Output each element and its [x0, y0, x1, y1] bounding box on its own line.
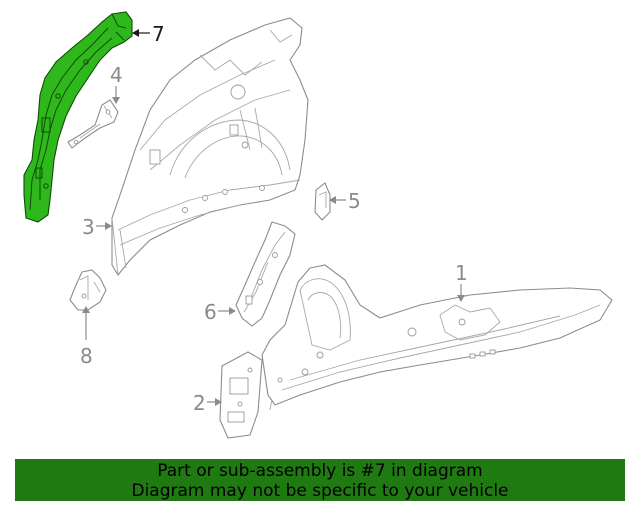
callout-5: 5 — [348, 189, 361, 213]
part-6-reinforcement[interactable] — [235, 221, 296, 327]
part-1-frame-rail[interactable] — [261, 264, 613, 406]
callout-8: 8 — [80, 344, 93, 368]
part-3-apron-assembly[interactable] — [111, 17, 309, 276]
callout-1: 1 — [455, 261, 468, 285]
callout-4: 4 — [110, 63, 123, 87]
part-5-plate[interactable] — [314, 182, 331, 221]
callout-6: 6 — [204, 300, 217, 324]
part-8-mount[interactable] — [69, 269, 107, 311]
part-4-bracket[interactable] — [67, 99, 119, 149]
callout-7: 7 — [152, 22, 165, 46]
part-7-front-pillar-highlighted[interactable] — [23, 11, 133, 223]
callout-2: 2 — [193, 391, 206, 415]
exploded-parts-diagram: 7 4 5 3 1 6 8 2 — [23, 11, 613, 439]
part-2-gusset-plate[interactable] — [219, 351, 277, 439]
banner-line-disclaimer: Diagram may not be specific to your vehi… — [131, 481, 509, 501]
callout-3: 3 — [82, 215, 95, 239]
banner-line-part-number: Part or sub-assembly is #7 in diagram — [157, 461, 483, 481]
part-notice-banner: Part or sub-assembly is #7 in diagram Di… — [15, 459, 625, 501]
